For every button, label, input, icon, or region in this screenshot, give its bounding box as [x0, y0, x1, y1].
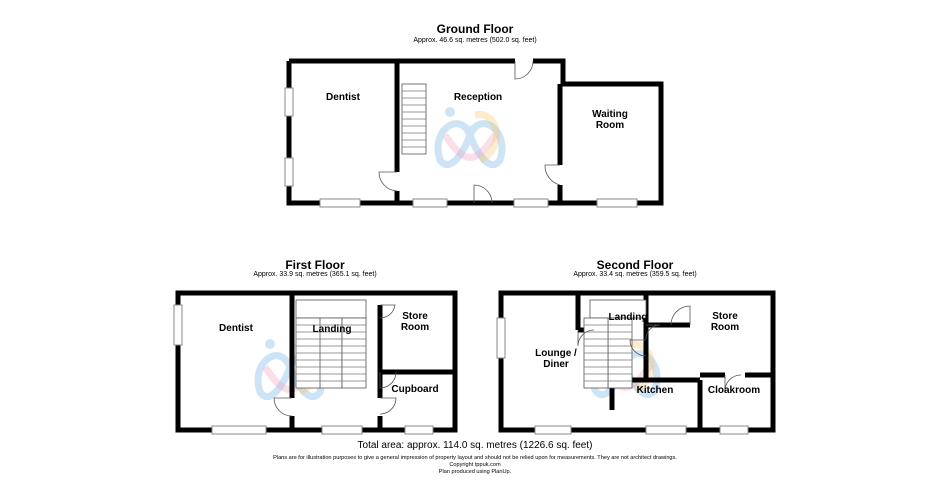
room-label-lounge: Lounge / [535, 348, 577, 359]
staircase-icon [401, 83, 427, 155]
room-label-cloakroom: Cloakroom [707, 385, 761, 396]
second-floor-plan [496, 290, 776, 435]
room-label-diner: Diner [543, 359, 569, 370]
window-icon [284, 87, 638, 208]
room-label-landing-first: Landing [312, 324, 352, 335]
room-label-store: Store [402, 311, 428, 322]
door-swing-icon [577, 305, 742, 392]
staircase-icon [583, 299, 647, 389]
total-area: Total area: approx. 114.0 sq. metres (12… [357, 440, 593, 451]
door-swing-icon [378, 60, 561, 204]
room-label-store-room-second: Room [710, 322, 740, 333]
door-swing-icon [273, 304, 397, 417]
ground-floor-plan [284, 58, 664, 208]
first-floor-plan [173, 290, 458, 435]
second-floor-title: Second Floor [596, 258, 674, 272]
second-floor-area: Approx. 33.4 sq. metres (359.5 sq. feet) [573, 271, 697, 278]
room-label-waiting: Waiting [592, 109, 628, 120]
staircase-icon [295, 299, 367, 389]
room-label-store-room: Room [400, 322, 430, 333]
room-label-dentist: Dentist [326, 92, 360, 103]
window-icon [173, 304, 434, 435]
room-label-room: Room [595, 120, 625, 131]
disclaimer-text: Plans are for illustration purposes to g… [273, 455, 677, 468]
room-label-dentist-first: Dentist [219, 323, 253, 334]
room-label-landing-second: Landing [608, 312, 648, 323]
window-icon [496, 317, 749, 435]
first-floor-title: First Floor [285, 258, 345, 272]
room-label-kitchen: Kitchen [636, 385, 674, 396]
room-label-store-second: Store [712, 311, 738, 322]
planup-credit: Plan produced using PlanUp. [438, 469, 512, 475]
ground-floor-title: Ground Floor [436, 22, 514, 36]
ground-floor-area: Approx. 46.6 sq. metres (502.0 sq. feet) [413, 37, 537, 44]
watermark-logo [438, 107, 502, 165]
first-floor-area: Approx. 33.9 sq. metres (365.1 sq. feet) [253, 271, 377, 278]
room-label-reception: Reception [453, 92, 503, 103]
room-label-cupboard: Cupboard [391, 384, 439, 395]
